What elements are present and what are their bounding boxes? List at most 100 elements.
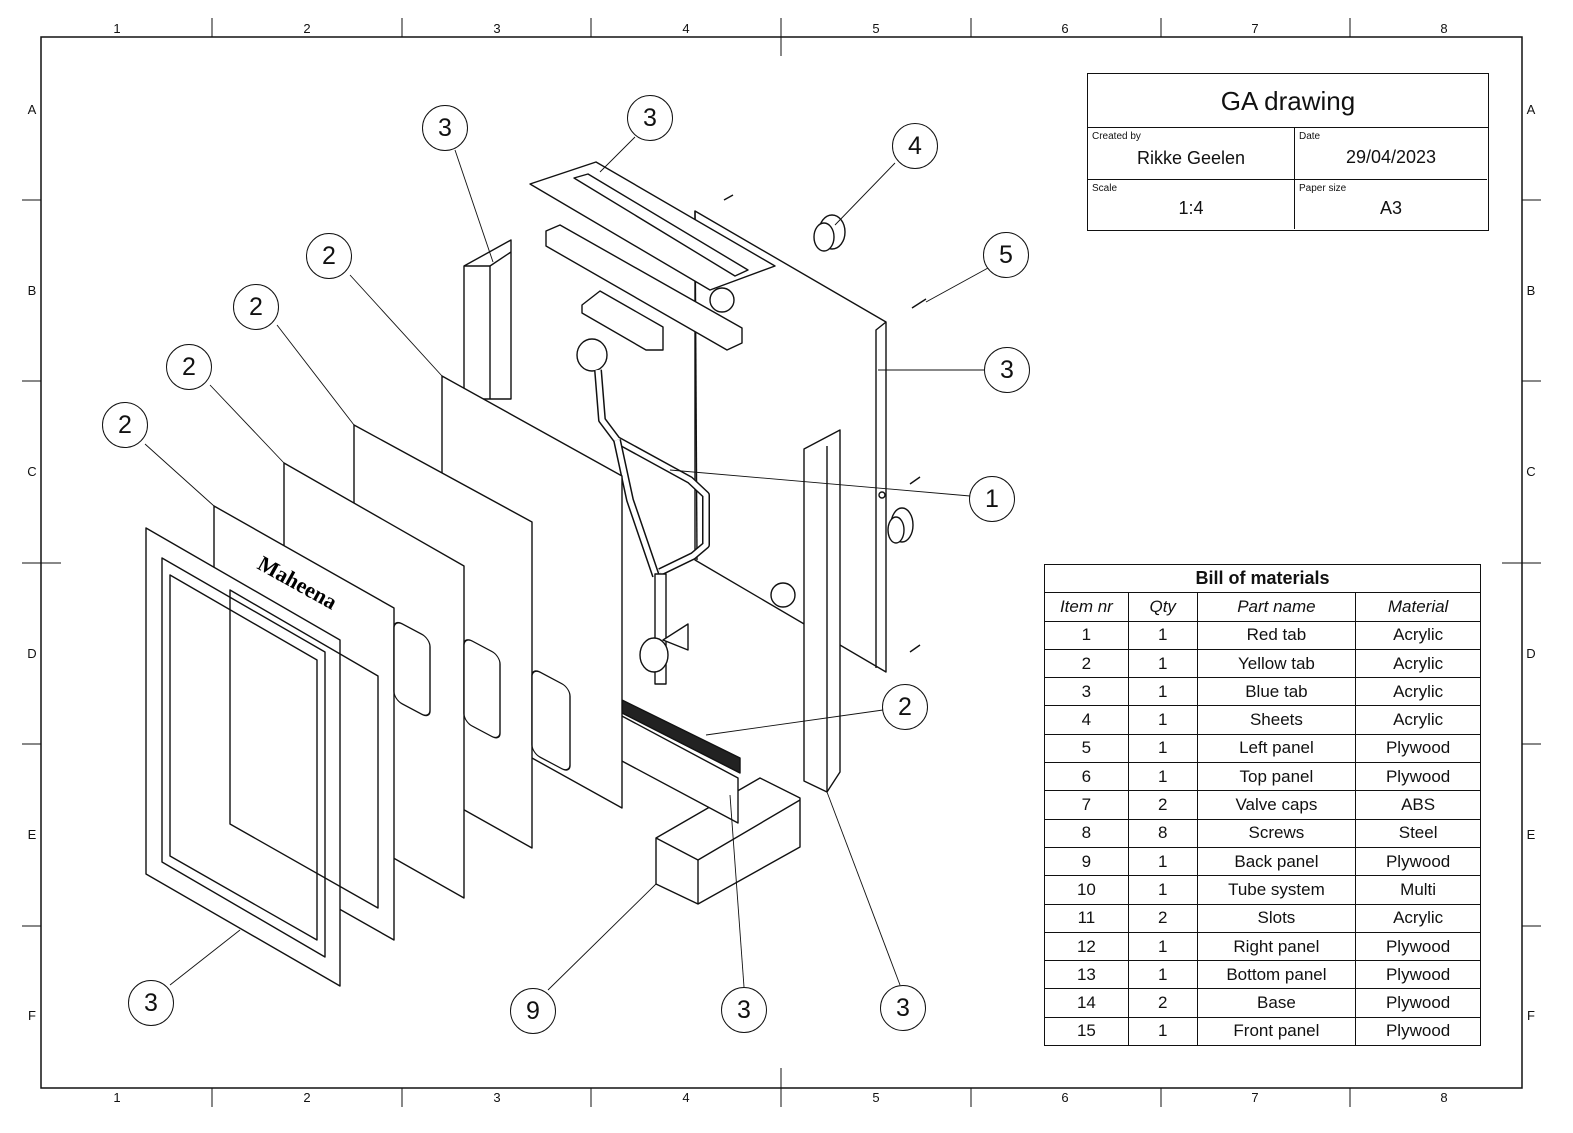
created-by-caption: Created by xyxy=(1092,131,1141,142)
bom-part-name: Top panel xyxy=(1196,762,1357,792)
bom-item-nr: 12 xyxy=(1044,931,1129,962)
exploded-assembly xyxy=(145,161,927,987)
zone-col-7-bottom: 7 xyxy=(1251,1090,1259,1105)
zone-col-5-bottom: 5 xyxy=(872,1090,880,1105)
balloon: 3 xyxy=(984,347,1030,393)
bom-qty: 1 xyxy=(1127,677,1198,707)
bom-qty: 1 xyxy=(1127,960,1198,990)
bom-part-name: Left panel xyxy=(1196,733,1357,764)
scale-caption: Scale xyxy=(1092,183,1118,194)
created-by-cell: Created by Rikke Geelen xyxy=(1088,128,1295,180)
bom-material: Multi xyxy=(1355,875,1481,905)
zone-row-b: B xyxy=(27,283,37,298)
bom-item-nr: 4 xyxy=(1044,705,1129,735)
valve-cap-top xyxy=(813,214,846,252)
zone-row-c: C xyxy=(27,464,37,479)
left-panel xyxy=(463,239,512,400)
balloon: 3 xyxy=(128,980,174,1026)
zone-row-e: E xyxy=(27,827,37,842)
bom-item-nr: 13 xyxy=(1044,960,1129,990)
valve-cap-side xyxy=(887,507,914,544)
title-block: GA drawing Created by Rikke Geelen Date … xyxy=(1087,73,1489,231)
bom-part-name: Yellow tab xyxy=(1196,648,1357,679)
zone-row-f-right: F xyxy=(1527,1008,1535,1023)
front-panel-frame xyxy=(145,527,341,987)
bom-qty: 2 xyxy=(1127,790,1198,820)
zone-row-b-right: B xyxy=(1526,283,1536,298)
bom-part-name: Back panel xyxy=(1196,846,1357,877)
bom-part-name: Blue tab xyxy=(1196,677,1357,707)
zone-ticks xyxy=(22,18,1541,1107)
bom-item-nr: 15 xyxy=(1044,1016,1129,1047)
bom-material: Acrylic xyxy=(1355,677,1481,707)
zone-row-f: F xyxy=(28,1008,36,1023)
bom-qty: 1 xyxy=(1127,733,1198,764)
bom-qty: 2 xyxy=(1127,903,1198,933)
balloon: 3 xyxy=(422,105,468,151)
bom-material: Plywood xyxy=(1355,733,1481,764)
bom-header-qty: Qty xyxy=(1127,592,1198,622)
bom-qty: 8 xyxy=(1127,818,1198,848)
screws xyxy=(723,194,927,653)
bom-material: ABS xyxy=(1355,790,1481,820)
bom-item-nr: 3 xyxy=(1044,677,1129,707)
bom-part-name: Red tab xyxy=(1196,620,1357,650)
bom-item-nr: 5 xyxy=(1044,733,1129,764)
zone-col-6: 6 xyxy=(1061,21,1069,36)
zone-col-2: 2 xyxy=(303,21,311,36)
zone-row-a-right: A xyxy=(1526,102,1536,117)
bom-material: Steel xyxy=(1355,818,1481,848)
bom-material: Plywood xyxy=(1355,931,1481,962)
bom-qty: 1 xyxy=(1127,762,1198,792)
date-value: 29/04/2023 xyxy=(1345,147,1437,167)
back-panel-hole xyxy=(770,582,796,608)
zone-col-1-bottom: 1 xyxy=(113,1090,121,1105)
bom-qty: 1 xyxy=(1127,846,1198,877)
slot-bar-small xyxy=(581,290,664,351)
bom-part-name: Base xyxy=(1196,988,1357,1018)
bom-material: Plywood xyxy=(1355,960,1481,990)
balloon: 1 xyxy=(969,476,1015,522)
zone-col-3-bottom: 3 xyxy=(493,1090,501,1105)
bom-item-nr: 11 xyxy=(1044,903,1129,933)
bom-item-nr: 10 xyxy=(1044,875,1129,905)
tube-system xyxy=(576,338,710,685)
bom-material: Acrylic xyxy=(1355,903,1481,933)
bom-qty: 2 xyxy=(1127,988,1198,1018)
leader-lines xyxy=(144,136,989,991)
zone-col-5: 5 xyxy=(872,21,880,36)
created-by-value: Rikke Geelen xyxy=(1136,148,1246,168)
date-cell: Date 29/04/2023 xyxy=(1295,128,1487,180)
balloon: 2 xyxy=(102,402,148,448)
balloon: 2 xyxy=(882,684,928,730)
tab-blue xyxy=(531,670,571,771)
balloon: 2 xyxy=(306,233,352,279)
bom-item-nr: 2 xyxy=(1044,648,1129,679)
tab-yellow xyxy=(463,639,501,739)
bom-material: Acrylic xyxy=(1355,705,1481,735)
zone-col-7: 7 xyxy=(1251,21,1259,36)
bom-item-nr: 9 xyxy=(1044,846,1129,877)
zone-col-3: 3 xyxy=(493,21,501,36)
bom-part-name: Tube system xyxy=(1196,875,1357,905)
bom-material: Acrylic xyxy=(1355,648,1481,679)
slot-bar-top xyxy=(545,224,743,351)
bom-part-name: Bottom panel xyxy=(1196,960,1357,990)
bom-item-nr: 6 xyxy=(1044,762,1129,792)
bill-of-materials: Bill of materials Item nr Qty Part name … xyxy=(1044,563,1481,1047)
balloon: 2 xyxy=(166,344,212,390)
bom-item-nr: 1 xyxy=(1044,620,1129,650)
